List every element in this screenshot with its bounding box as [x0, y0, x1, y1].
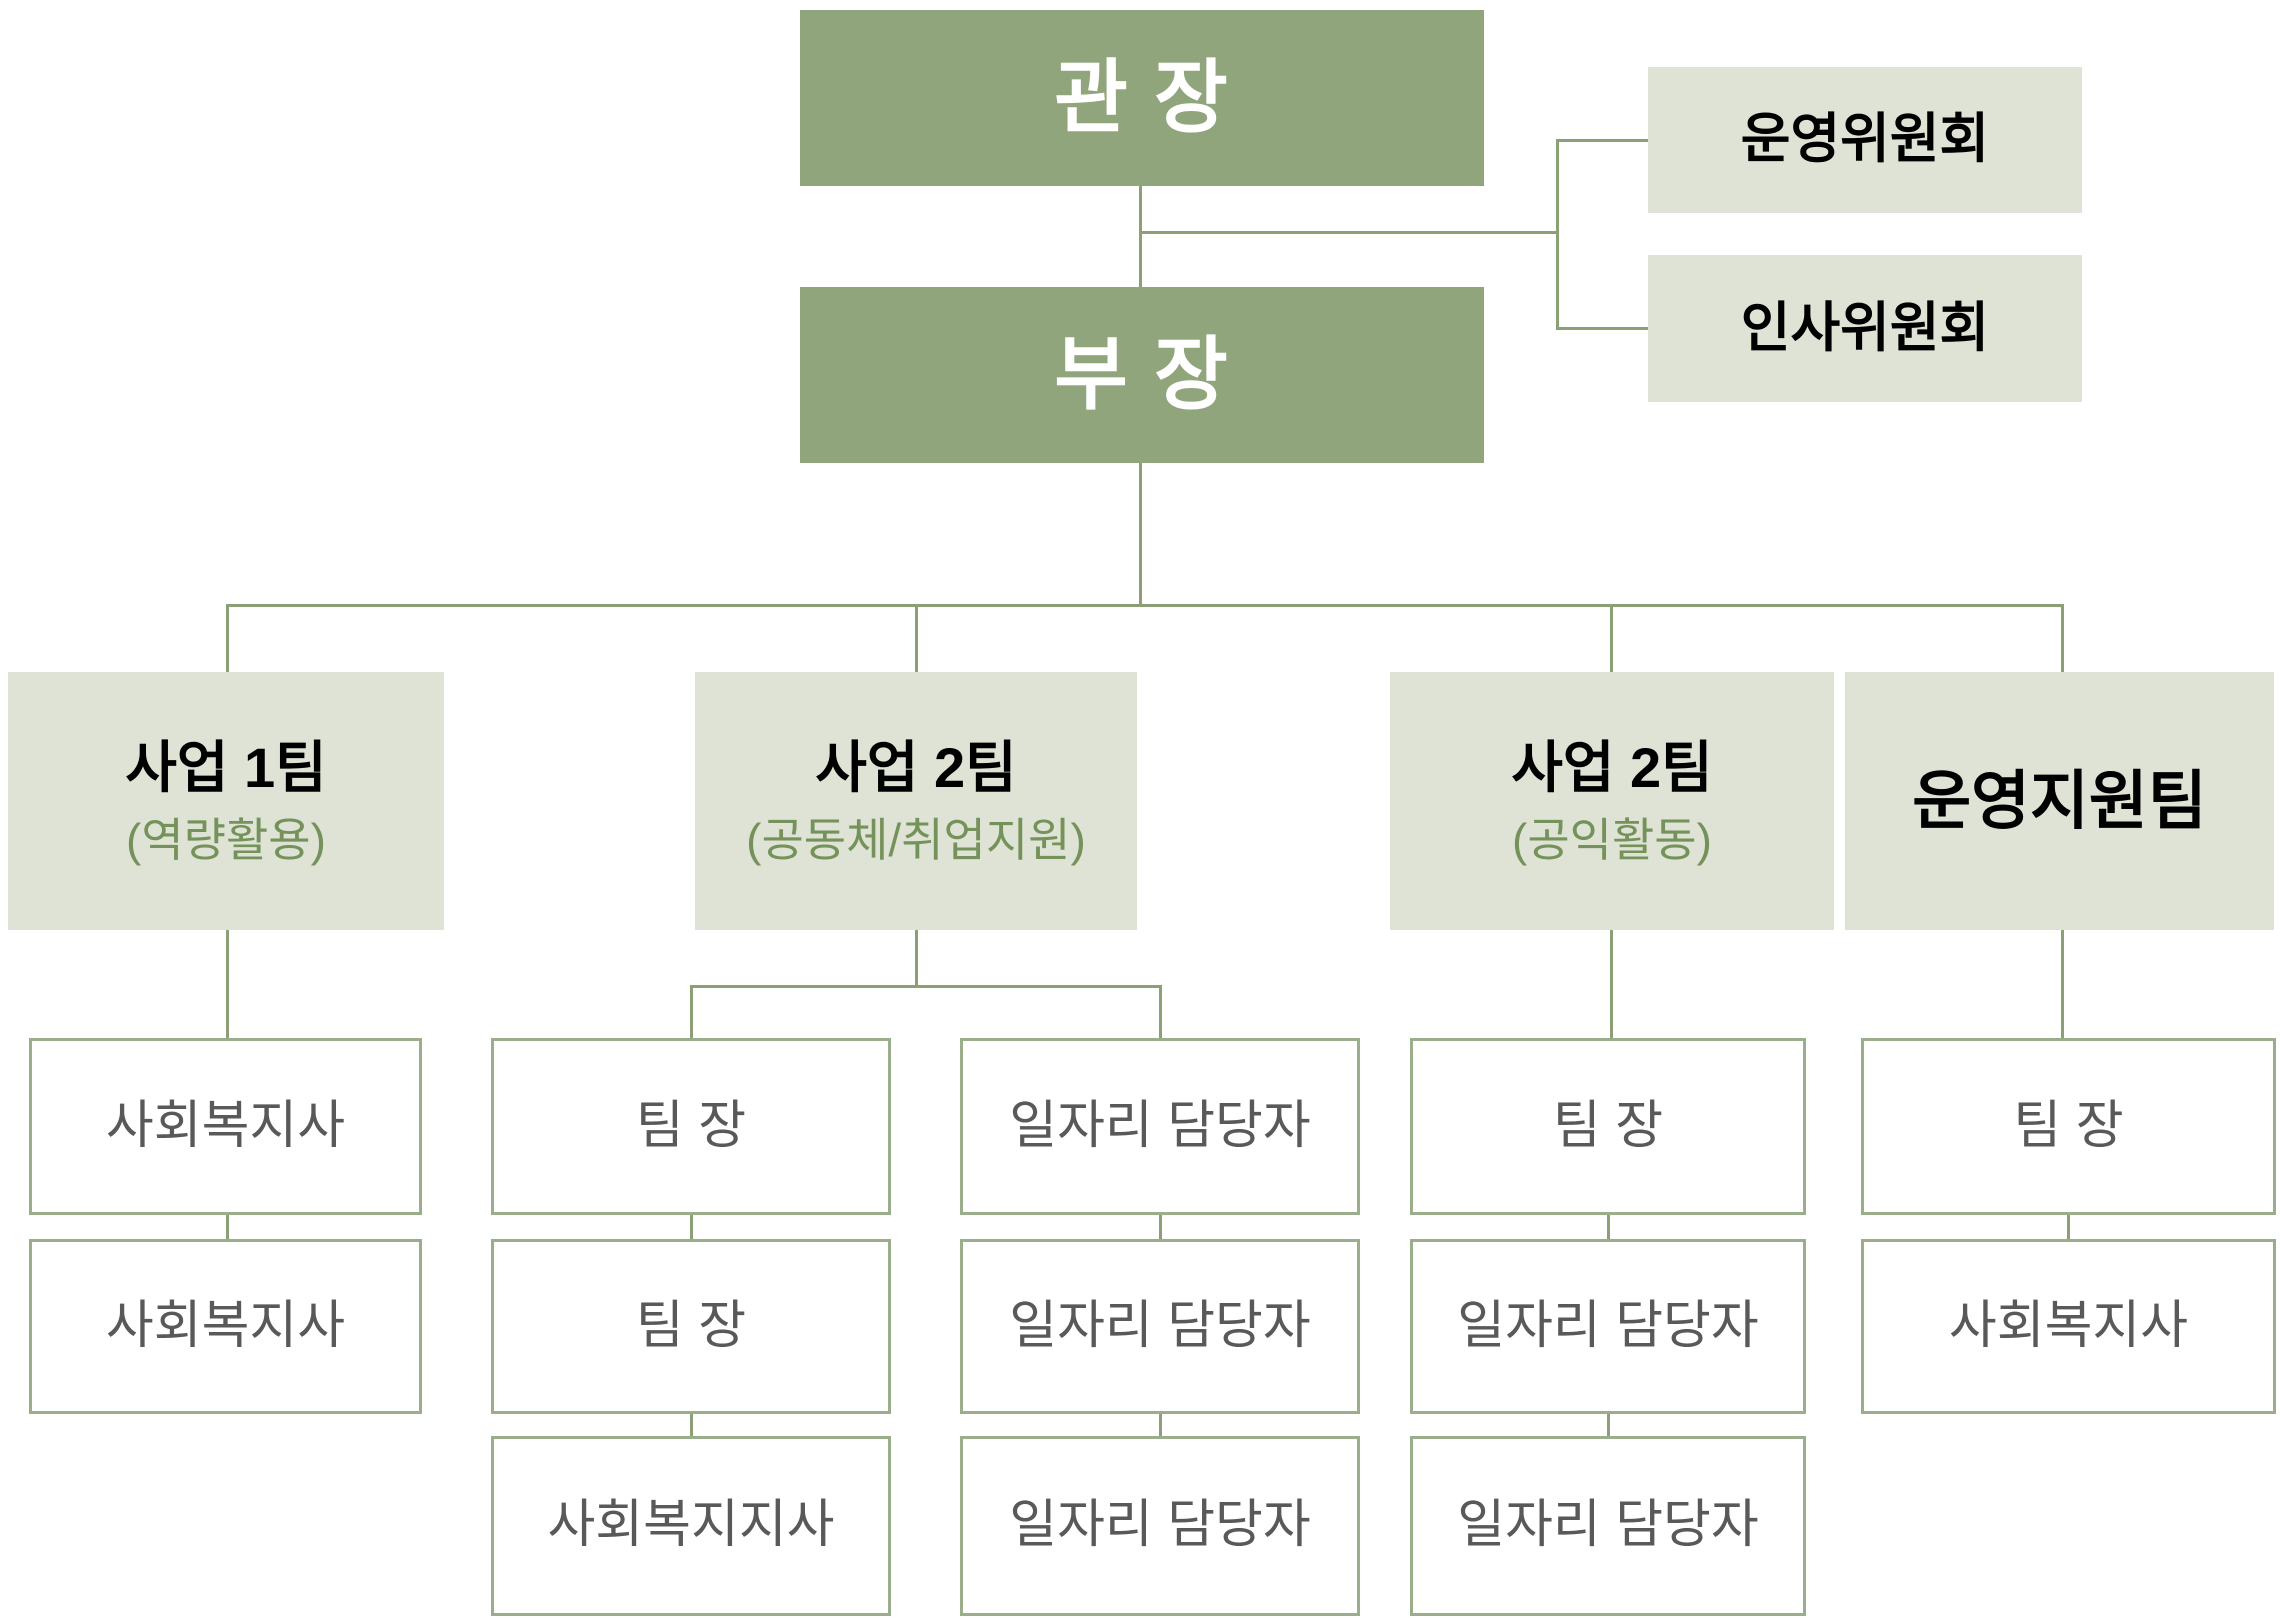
director-label: 관 장 — [1054, 53, 1230, 142]
member-box-t1-1: 사회복지사 — [29, 1038, 422, 1215]
personnel-committee-label: 인사위원회 — [1740, 297, 1990, 358]
connector-t2c1-row1-row2 — [690, 1215, 693, 1239]
connector-t2c1-row2-row3 — [690, 1414, 693, 1436]
team-subtitle: (공동체/취업지원) — [746, 813, 1086, 866]
team-box-business1: 사업 1팀 (역량활용) — [8, 672, 444, 930]
member-label: 일자리 담당자 — [1457, 1296, 1759, 1355]
member-box-t4-2: 사회복지사 — [1861, 1239, 2276, 1414]
connector-team2-col2-drop — [1159, 985, 1162, 1038]
team-box-business2-public: 사업 2팀 (공익활동) — [1390, 672, 1834, 930]
connector-t3-row2-row3 — [1607, 1414, 1610, 1436]
member-label: 일자리 담당자 — [1009, 1296, 1311, 1355]
connector-team4-members — [2061, 930, 2064, 1038]
team-box-business2-community: 사업 2팀 (공동체/취업지원) — [695, 672, 1137, 930]
team-title: 사업 2팀 — [1511, 735, 1713, 799]
connector-team2-splitter — [690, 985, 1162, 988]
member-label: 사회복지지사 — [547, 1496, 835, 1555]
member-box-t2c2-3: 일자리 담당자 — [960, 1436, 1360, 1616]
team-title: 운영지원팀 — [1912, 764, 2207, 837]
member-box-t2c1-3: 사회복지지사 — [491, 1436, 891, 1616]
team-title: 사업 1팀 — [125, 735, 327, 799]
member-box-t2c2-1: 일자리 담당자 — [960, 1038, 1360, 1215]
connector-stub-personnel-committee — [1556, 327, 1648, 330]
member-box-t2c1-2: 팀 장 — [491, 1239, 891, 1414]
member-label: 팀 장 — [635, 1296, 747, 1355]
member-box-t4-1: 팀 장 — [1861, 1038, 2276, 1215]
connector-t4-row1-row2 — [2067, 1215, 2070, 1239]
connector-team2-splitter-riser — [915, 930, 918, 988]
team-box-operations-support: 운영지원팀 — [1845, 672, 2274, 930]
member-label: 일자리 담당자 — [1009, 1096, 1311, 1155]
team-title: 사업 2팀 — [815, 735, 1017, 799]
member-label: 사회복지사 — [1948, 1296, 2189, 1355]
deputy-director-label: 부 장 — [1054, 330, 1230, 419]
connector-t3-row1-row2 — [1607, 1215, 1610, 1239]
connector-t2c2-row1-row2 — [1159, 1215, 1162, 1239]
member-label: 일자리 담당자 — [1009, 1496, 1311, 1555]
team-subtitle: (역량활용) — [126, 813, 326, 866]
member-box-t3-2: 일자리 담당자 — [1410, 1239, 1806, 1414]
connector-drop-team-1 — [226, 604, 229, 672]
deputy-director-box: 부 장 — [800, 287, 1484, 463]
member-box-t1-2: 사회복지사 — [29, 1239, 422, 1414]
member-label: 팀 장 — [2013, 1096, 2124, 1155]
connector-deputy-rail — [1139, 463, 1142, 605]
connector-team1-members — [226, 930, 229, 1038]
member-box-t3-3: 일자리 담당자 — [1410, 1436, 1806, 1616]
member-label: 팀 장 — [635, 1096, 747, 1155]
connector-director-deputy — [1139, 186, 1142, 288]
member-label: 사회복지사 — [105, 1096, 346, 1155]
member-label: 팀 장 — [1552, 1096, 1664, 1155]
member-label: 일자리 담당자 — [1457, 1496, 1759, 1555]
member-box-t2c2-2: 일자리 담당자 — [960, 1239, 1360, 1414]
connector-stub-operating-committee — [1556, 139, 1648, 142]
connector-team2-col1-drop — [690, 985, 693, 1038]
connector-drop-team-4 — [2061, 604, 2064, 672]
personnel-committee-box: 인사위원회 — [1648, 255, 2082, 402]
operating-committee-label: 운영위원회 — [1740, 109, 1990, 170]
operating-committee-box: 운영위원회 — [1648, 67, 2082, 213]
connector-drop-team-3 — [1610, 604, 1613, 672]
connector-t2c2-row2-row3 — [1159, 1414, 1162, 1436]
connector-committee-bracket — [1556, 139, 1559, 330]
connector-rail — [226, 604, 2064, 607]
member-box-t3-1: 팀 장 — [1410, 1038, 1806, 1215]
member-label: 사회복지사 — [105, 1296, 346, 1355]
member-box-t2c1-1: 팀 장 — [491, 1038, 891, 1215]
connector-branch-committees — [1139, 231, 1557, 234]
connector-t1-row1-row2 — [226, 1215, 229, 1239]
connector-team3-members — [1610, 930, 1613, 1038]
connector-drop-team-2 — [915, 604, 918, 672]
team-subtitle: (공익활동) — [1512, 813, 1712, 866]
director-box: 관 장 — [800, 10, 1484, 186]
